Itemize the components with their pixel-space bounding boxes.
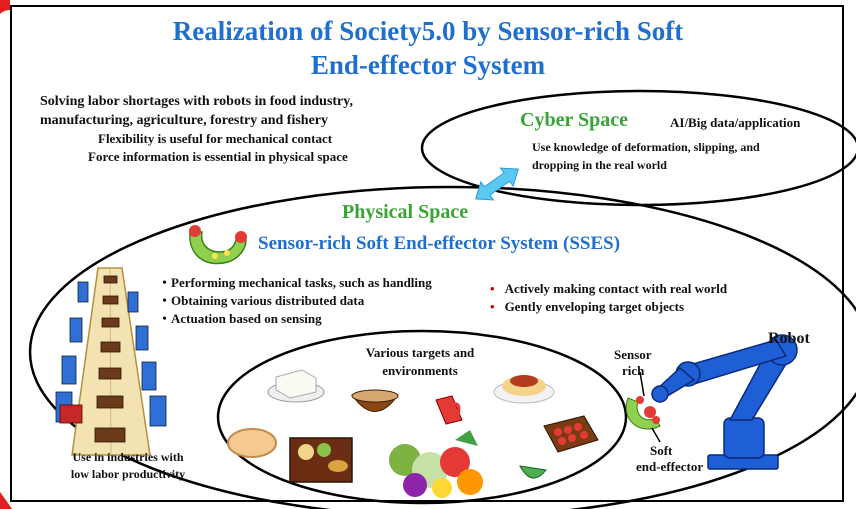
targets-line-1: Various targets and (365, 345, 475, 360)
physical-bullet-1: Performing mechanical tasks, such as han… (158, 274, 432, 292)
intro-red-line-2: Force information is essential in physic… (88, 149, 348, 164)
intro-line-2: manufacturing, agriculture, forestry and… (40, 113, 329, 128)
food-items-illustration (227, 369, 599, 498)
title-line-2: End-effector System (310, 50, 546, 80)
sensor-label-2: rich (622, 363, 645, 378)
cyber-space-line-1: Use knowledge of deformation, slipping, … (532, 140, 760, 154)
sensor-leader-line (639, 371, 645, 397)
cyber-space-line-2: dropping in the real world (532, 158, 667, 172)
intro-line-1: Solving labor shortages with robots in f… (40, 94, 353, 109)
physical-space-title: Physical Space (342, 201, 469, 223)
cyber-space-subtitle: AI/Big data/application (670, 115, 801, 130)
slide-frame (10, 5, 844, 502)
bidirectional-arrow-icon (475, 167, 519, 201)
intro-red-line-1: Flexibility is useful for mechanical con… (98, 131, 333, 146)
sses-title: Sensor-rich Soft End-effector System (SS… (258, 233, 621, 254)
robot-arm-illustration (651, 334, 798, 470)
targets-line-2: environments (382, 363, 458, 378)
sensor-label-1: Sensor (614, 347, 652, 362)
soft-label-2: end-effector (636, 459, 704, 474)
physical-bullet-3: Actuation based on sensing (158, 310, 322, 328)
soft-label-1: Soft (650, 443, 673, 458)
industry-line-1: Use in industries with (72, 450, 184, 464)
physical-bullet-2: Obtaining various distributed data (158, 292, 364, 310)
title-line-1: Realization of Society5.0 by Sensor-rich… (172, 16, 684, 46)
physical-red-bullet-2: Gently enveloping target objects (490, 298, 684, 316)
physical-space-ellipse (28, 185, 856, 509)
corner-mark-bottom (0, 492, 12, 509)
cyber-space-title: Cyber Space (520, 109, 628, 131)
end-effector-gripper-icon (625, 396, 661, 430)
industry-line-2: low labor productivity (70, 467, 186, 481)
corner-mark-top (0, 0, 10, 14)
soft-gripper-icon (189, 225, 247, 265)
physical-red-bullet-1: Actively making contact with real world (490, 280, 728, 298)
soft-leader-line (651, 427, 661, 443)
robot-label: Robot (768, 330, 810, 347)
conveyor-line-illustration (55, 267, 167, 456)
targets-ellipse (216, 329, 628, 505)
